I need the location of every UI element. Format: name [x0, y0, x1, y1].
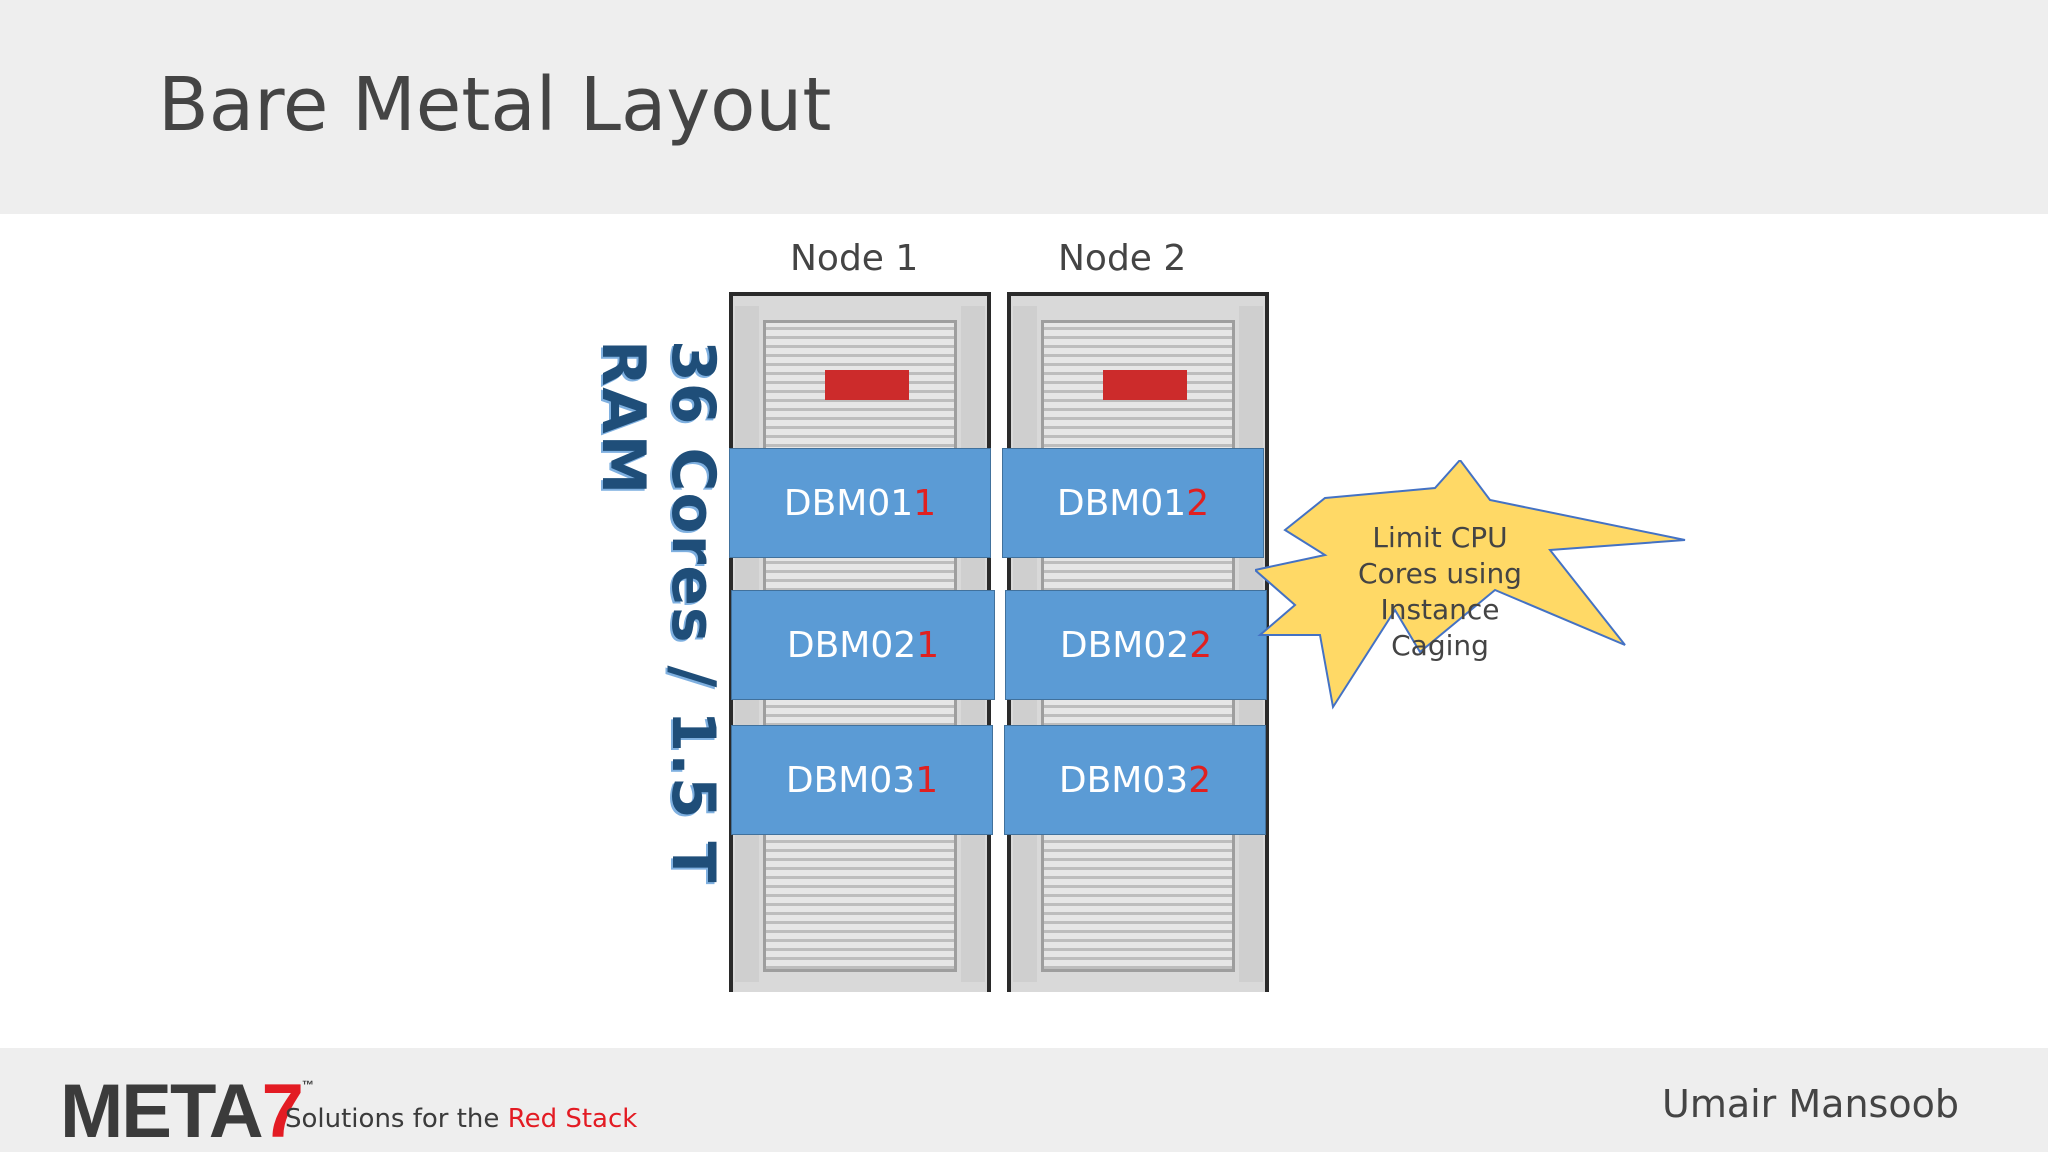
slide-title: Bare Metal Layout — [158, 62, 832, 148]
rack-logo-badge — [1103, 370, 1187, 400]
title-bar — [0, 0, 2048, 214]
resources-label: 36 Cores / 1.5 T RAM — [588, 340, 728, 884]
callout-text: Limit CPU Cores using Instance Caging — [1358, 521, 1522, 662]
footer-bar — [0, 1048, 2048, 1152]
node-2-label: Node 2 — [1058, 238, 1187, 279]
callout-burst — [1255, 460, 1686, 710]
rack-logo-badge — [825, 370, 909, 400]
node-1-label: Node 1 — [790, 238, 919, 279]
author-name: Umair Mansoob — [1662, 1082, 1959, 1126]
logo-tagline: Solutions for the Red Stack — [285, 1104, 638, 1134]
meta7-logo: META7™ — [60, 1069, 314, 1152]
